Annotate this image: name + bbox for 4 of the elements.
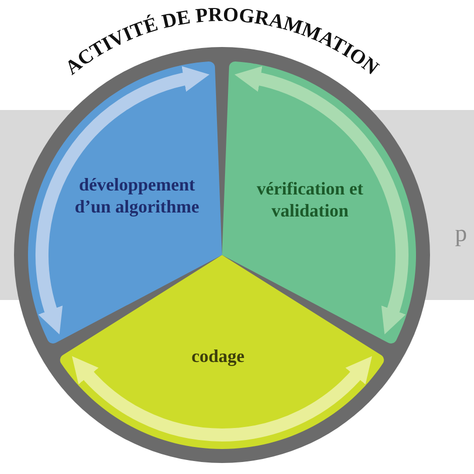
sector-label: codage xyxy=(190,346,246,368)
cut-off-text: p xyxy=(455,222,467,246)
sector-label: vérification et validation xyxy=(256,178,364,222)
sector-label: développement d’un algorithme xyxy=(74,174,200,218)
